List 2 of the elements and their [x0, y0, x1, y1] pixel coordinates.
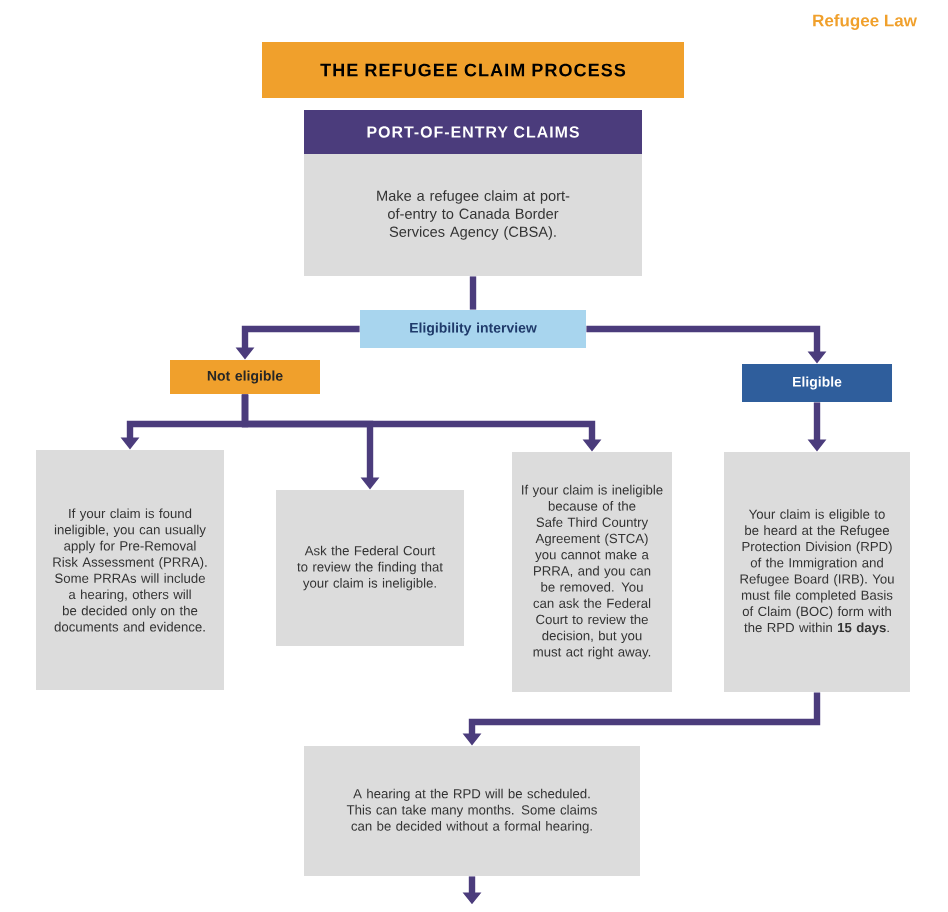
title-banner: THE REFUGEE CLAIM PROCESS — [262, 42, 684, 98]
category-label: Refugee Law — [813, 14, 917, 30]
